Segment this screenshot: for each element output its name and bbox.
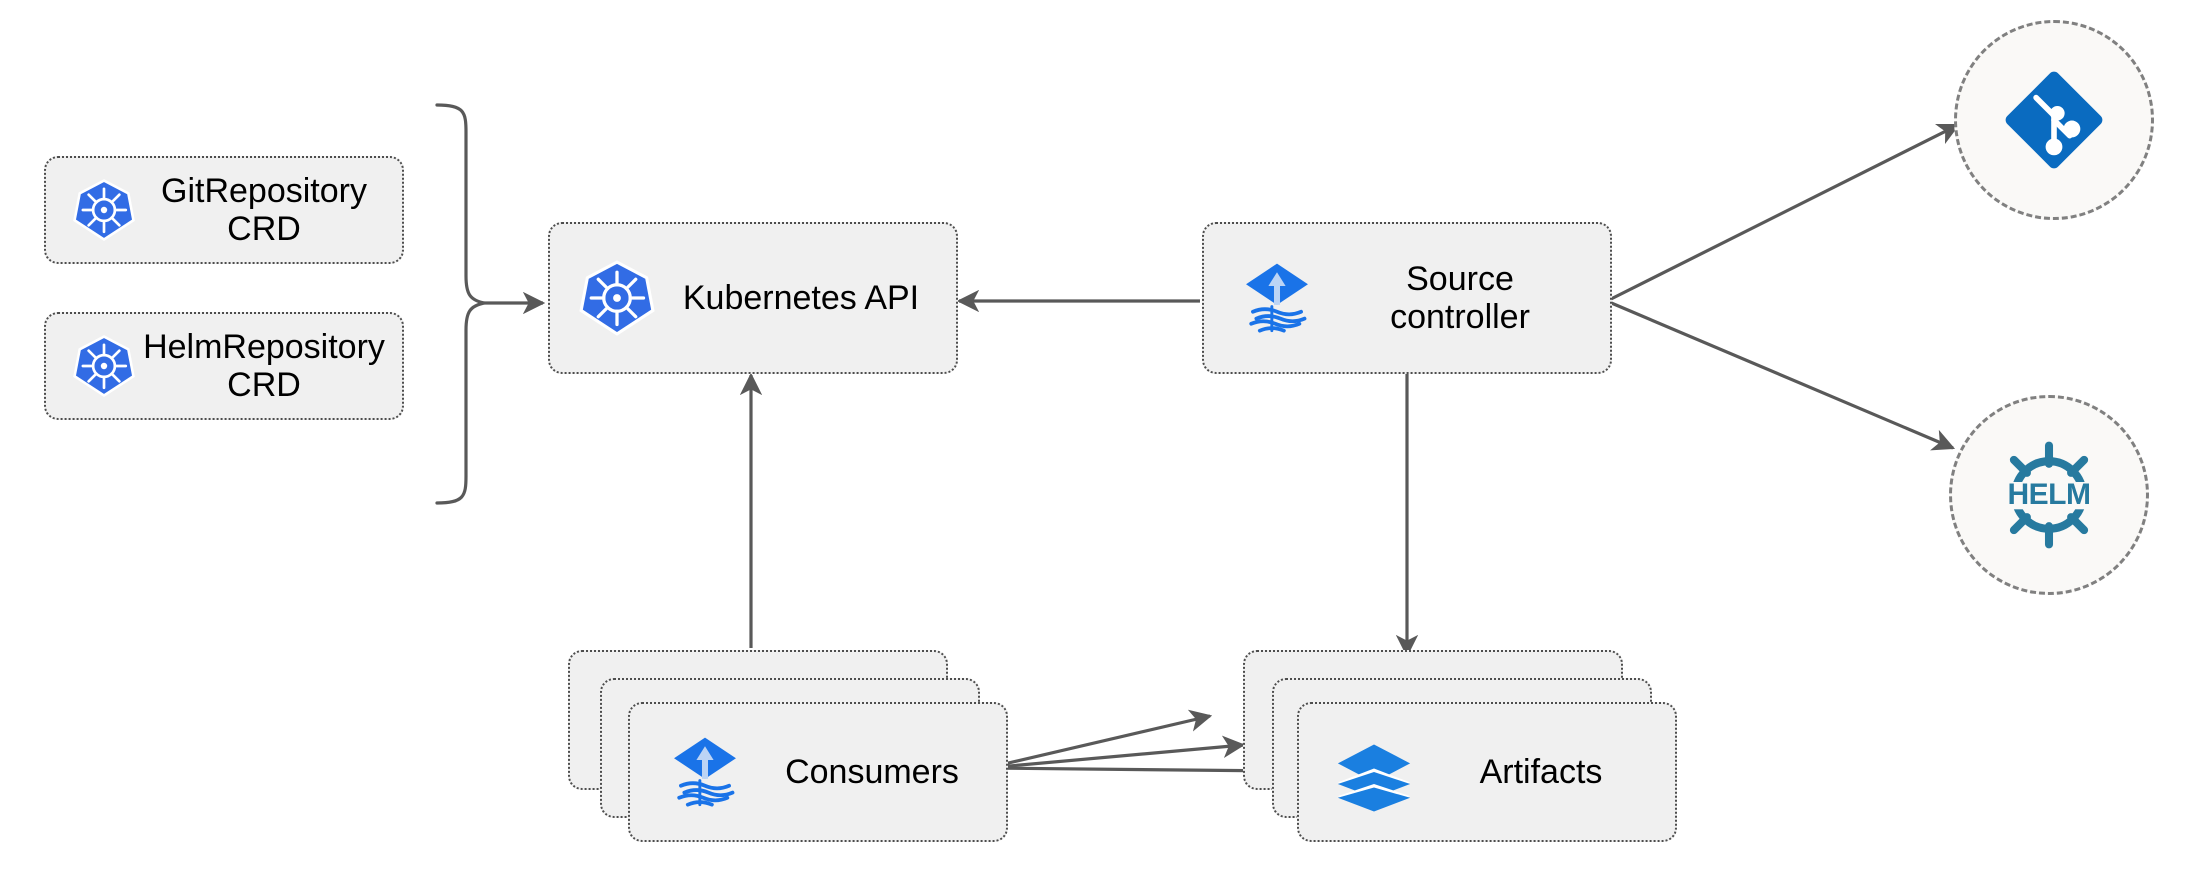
node-source-controller-label: Source controller bbox=[1390, 259, 1530, 336]
helm-wordmark: HELM bbox=[2007, 478, 2092, 511]
node-consumers[interactable]: Consumers bbox=[628, 702, 1008, 842]
helm-icon: HELM bbox=[1984, 430, 2114, 560]
flux-icon bbox=[662, 729, 748, 815]
node-helm-source[interactable]: HELM bbox=[1949, 395, 2149, 595]
layers-icon bbox=[1331, 729, 1417, 815]
crd-group-brace bbox=[435, 103, 486, 505]
node-git-repository-crd[interactable]: GitRepository CRD bbox=[44, 156, 404, 264]
node-consumers-label: Consumers bbox=[785, 752, 959, 791]
edge-consumers-to-artifacts-2 bbox=[986, 735, 1246, 770]
node-source-controller[interactable]: Source controller bbox=[1202, 222, 1612, 374]
kubernetes-icon bbox=[72, 178, 136, 242]
edge-source-controller-to-git-source bbox=[1608, 123, 1961, 302]
kubernetes-icon bbox=[578, 259, 656, 337]
flux-icon bbox=[1234, 255, 1320, 341]
edge-consumers-to-artifacts-1 bbox=[986, 709, 1213, 770]
node-kubernetes-api[interactable]: Kubernetes API bbox=[548, 222, 958, 374]
node-helm-repository-crd[interactable]: HelmRepository CRD bbox=[44, 312, 404, 420]
node-git-source[interactable] bbox=[1954, 20, 2154, 220]
node-kubernetes-api-label: Kubernetes API bbox=[682, 278, 920, 317]
node-artifacts[interactable]: Artifacts bbox=[1297, 702, 1677, 842]
kubernetes-icon bbox=[72, 334, 136, 398]
git-icon bbox=[1998, 64, 2110, 176]
node-git-repository-crd-label: GitRepository CRD bbox=[161, 171, 367, 248]
edge-consumers-to-artifacts-3 bbox=[986, 759, 1284, 782]
edge-source-controller-to-helm-source bbox=[1608, 300, 1956, 451]
node-helm-repository-crd-label: HelmRepository CRD bbox=[143, 327, 385, 404]
node-artifacts-label: Artifacts bbox=[1479, 752, 1603, 791]
